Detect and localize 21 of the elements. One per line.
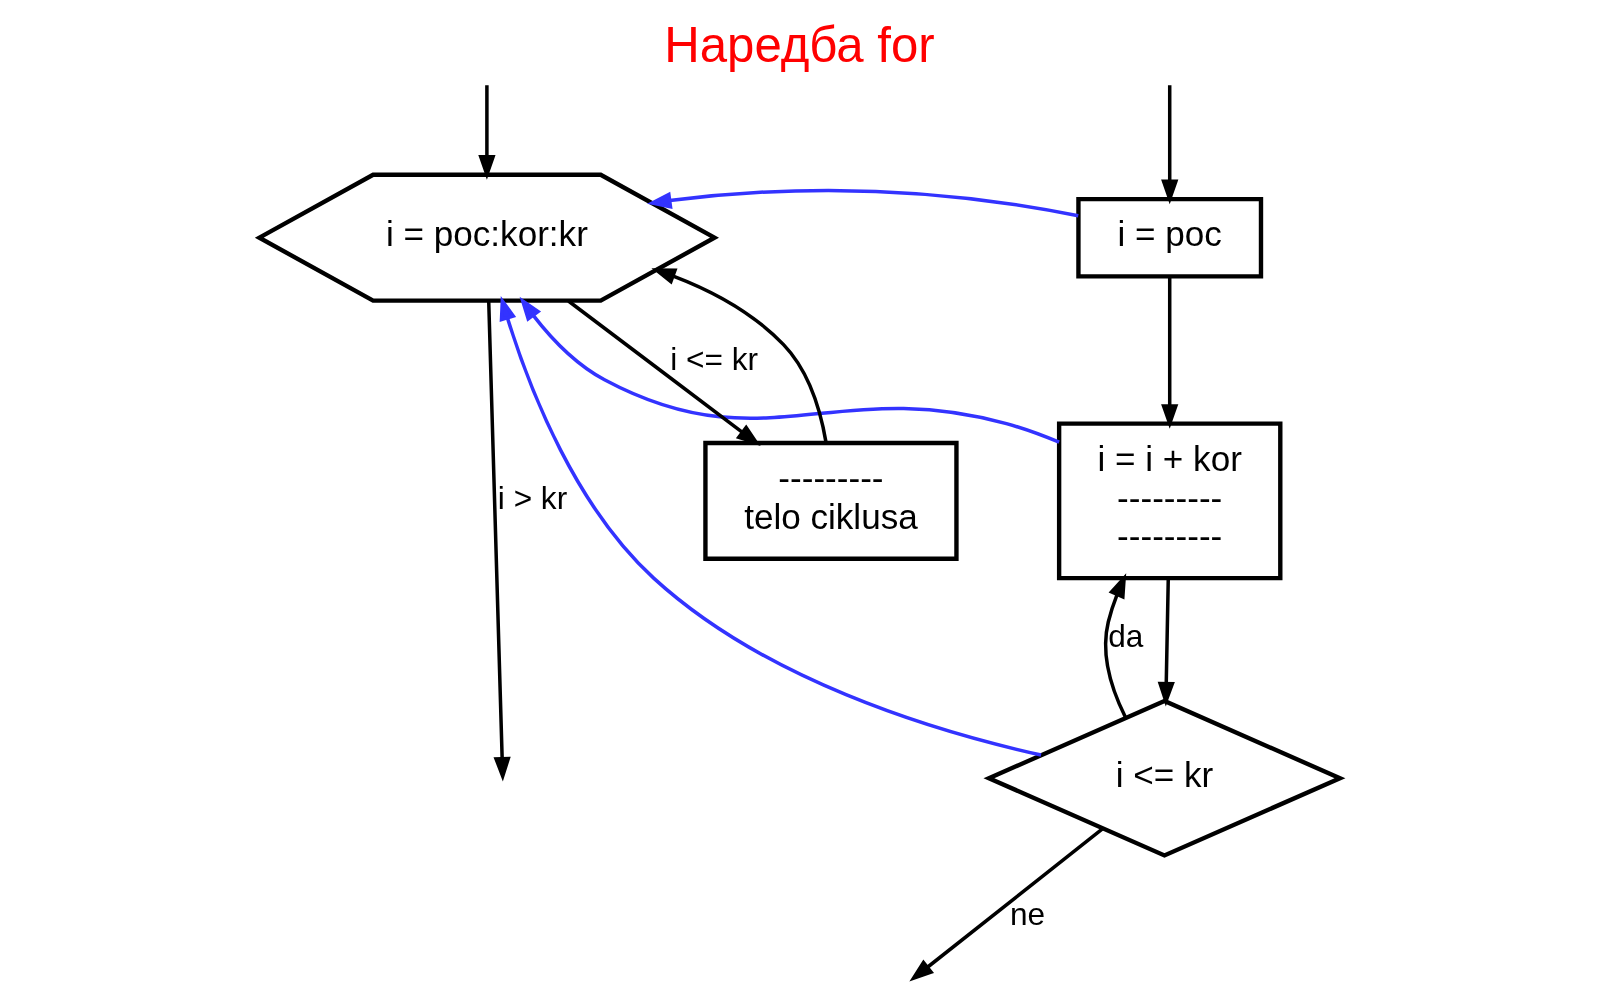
diagram-title: Наредба for [663,17,935,72]
arrow [1160,85,1178,205]
arrow [519,296,1060,444]
arrow [486,301,511,782]
arrow [1157,578,1175,707]
edge-label: ne [1009,895,1045,932]
node-box: i = poc [1075,196,1263,279]
arrow [566,299,761,447]
arrow [650,268,828,444]
arrow [908,827,1104,982]
arrow [646,188,1079,218]
arrow [1103,573,1127,718]
node-diamond: i <= kr [982,698,1345,858]
node-box: --------- telo ciklusa [702,440,959,561]
node-box: i = i + kor --------- --------- [1056,421,1282,581]
edge-label: i > kr [497,479,567,516]
edge-label: i <= kr [669,340,758,377]
edge-label: da [1107,618,1143,655]
arrow [1160,276,1178,429]
arrow [499,295,1041,757]
arrow [477,85,495,180]
